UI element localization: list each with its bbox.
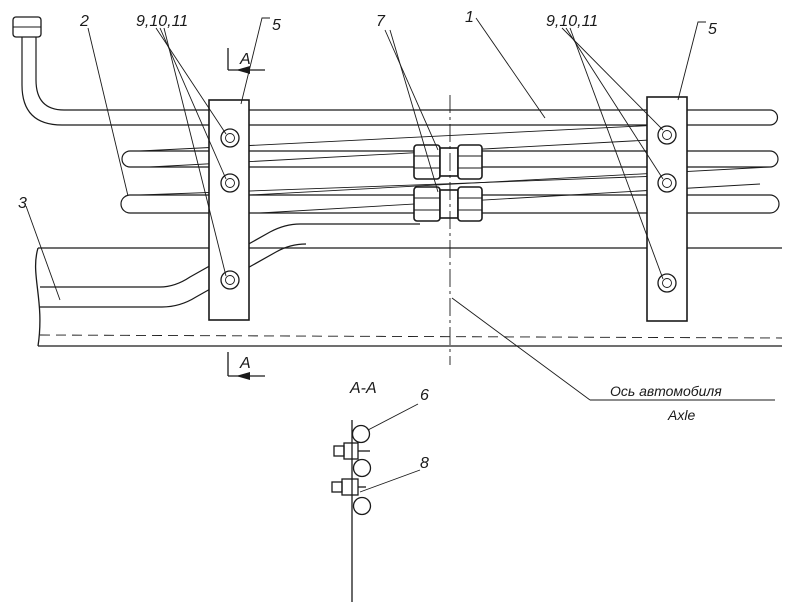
couplings-7 [413,144,483,222]
clamp-plate-left [208,99,250,321]
pipe-1 [12,16,779,126]
clamp-plate-right [646,96,688,322]
label-section-view: A-A [349,380,377,397]
label-part-1: 1 [465,9,474,26]
bolt-left-2 [220,173,240,193]
label-fasteners-right: 9,10,11 [546,13,598,30]
bolt-right-3 [657,273,677,293]
leader-lines [25,17,775,401]
label-part-2: 2 [79,13,89,30]
bolt-right-1 [657,125,677,145]
label-section-top: A [239,51,251,68]
section-marker-bottom [227,352,265,380]
label-fasteners-left: 9,10,11 [136,13,188,30]
bolt-left-3 [220,270,240,290]
label-part-3: 3 [18,195,27,212]
bolt-right-2 [657,173,677,193]
label-part-7: 7 [376,13,386,30]
label-part-8: 8 [420,455,429,472]
section-marker-top [227,48,265,74]
label-axle-ru: Ось автомобиля [610,383,722,399]
bolt-left-1 [220,128,240,148]
label-part-6: 6 [420,387,429,404]
label-part-5-left: 5 [272,17,281,34]
label-part-5-right: 5 [708,21,717,38]
section-view-aa [331,403,421,602]
label-section-bottom: A [239,355,251,372]
label-axle-en: Axle [667,407,695,423]
